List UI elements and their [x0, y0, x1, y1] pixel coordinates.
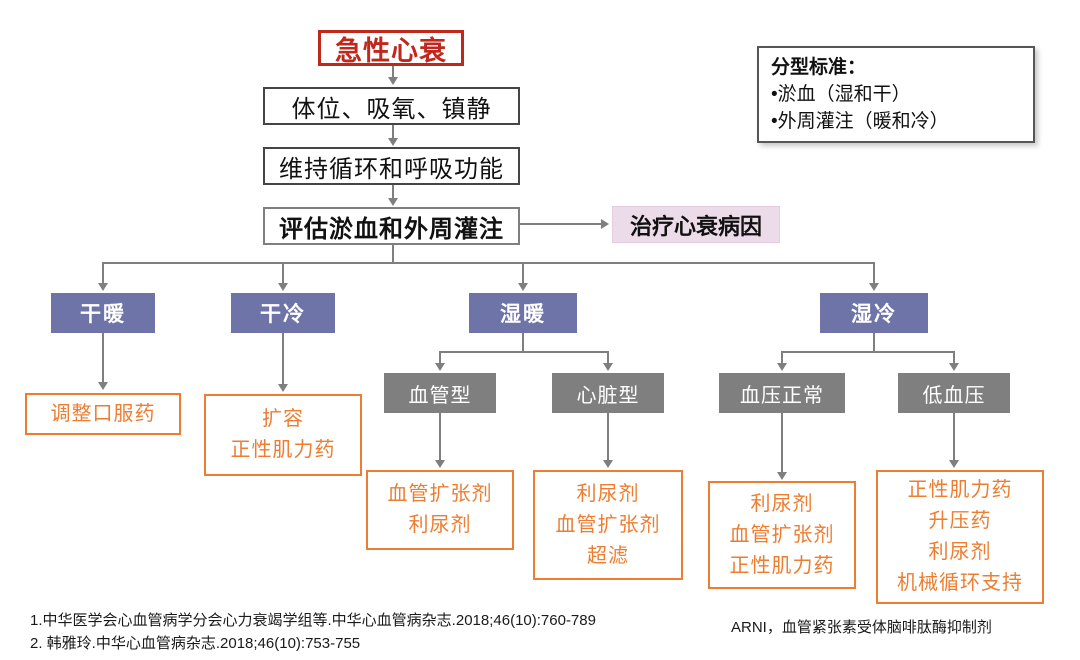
treatment-line: 调整口服药 [50, 402, 156, 425]
treatment-line: 血管扩张剂 [729, 523, 835, 546]
node-treatment-dry-warm: 调整口服药 [25, 393, 181, 435]
treatment-line: 血管扩张剂 [387, 483, 493, 505]
node-treat-hf-cause-label: 治疗心衰病因 [629, 213, 762, 239]
treatment-line: 机械循环支持 [897, 572, 1023, 594]
node-assess-congestion-perfusion: 评估淤血和外周灌注 [263, 207, 520, 245]
connector-to-dry-warm [102, 262, 104, 284]
connector-to-low-bp [953, 351, 955, 364]
arrowhead-down-icon [435, 460, 445, 468]
node-profile-dry-cold: 干冷 [231, 293, 335, 333]
connector-assess-to-cause [520, 223, 601, 225]
subtype-label: 血压正常 [740, 384, 824, 407]
arrowhead-down-icon [98, 382, 108, 390]
arni-abbreviation-note: ARNI，血管紧张素受体脑啡肽酶抑制剂 [731, 619, 992, 636]
arrowhead-down-icon [949, 460, 959, 468]
node-treatment-wet-warm-cardiac: 利尿剂 血管扩张剂 超滤 [533, 470, 683, 580]
node-step-label: 维持循环和呼吸功能 [279, 155, 504, 183]
arrowhead-down-icon [278, 283, 288, 291]
node-step-label: 体位、吸氧、镇静 [291, 95, 492, 123]
connector-to-normal-bp [781, 351, 783, 364]
treatment-line: 升压药 [928, 510, 992, 532]
profile-label: 湿冷 [851, 303, 897, 326]
arrowhead-down-icon [98, 283, 108, 291]
treatment-line: 血管扩张剂 [555, 513, 661, 536]
treatment-line: 正性肌力药 [230, 439, 336, 461]
node-subtype-cardiac: 心脏型 [552, 373, 664, 413]
treatment-line: 利尿剂 [576, 482, 640, 505]
connector-root-to-step1 [392, 66, 394, 78]
connector-to-wet-warm [522, 262, 524, 284]
node-step-label: 评估淤血和外周灌注 [279, 215, 504, 243]
node-treatment-wet-cold-low-bp: 正性肌力药 升压药 利尿剂 机械循环支持 [876, 470, 1044, 604]
treatment-line: 利尿剂 [408, 514, 472, 536]
arrowhead-down-icon [777, 363, 787, 371]
subtype-label: 低血压 [922, 384, 986, 407]
subtype-label: 血管型 [408, 384, 472, 407]
connector-step2-to-assess [392, 185, 394, 199]
connector-to-vascular [439, 351, 441, 364]
treatment-line: 正性肌力药 [729, 554, 835, 577]
arrowhead-down-icon [435, 363, 445, 371]
node-subtype-normal-bp: 血压正常 [719, 373, 845, 413]
criteria-item-congestion: •淤血（湿和干） [771, 83, 911, 105]
treatment-line: 超滤 [587, 544, 629, 567]
profile-label: 湿暖 [500, 303, 546, 326]
connector-branch-bar [102, 262, 875, 264]
node-subtype-vascular: 血管型 [384, 373, 496, 413]
connector-normal-bp-to-treatment [781, 413, 783, 473]
arrowhead-down-icon [777, 472, 787, 480]
connector-wet-cold-down [873, 333, 875, 353]
connector-to-dry-cold [282, 262, 284, 284]
connector-vascular-to-treatment [439, 413, 441, 461]
connector-step1-to-step2 [392, 125, 394, 139]
profile-label: 干暖 [80, 303, 126, 326]
node-treatment-dry-cold: 扩容 正性肌力药 [204, 394, 362, 476]
node-treat-hf-cause: 治疗心衰病因 [612, 206, 780, 243]
treatment-line: 正性肌力药 [907, 479, 1013, 501]
subtype-label: 心脏型 [576, 384, 640, 407]
criteria-item-perfusion: •外周灌注（暖和冷） [771, 110, 949, 132]
treatment-line: 利尿剂 [928, 541, 992, 563]
node-treatment-wet-cold-normal-bp: 利尿剂 血管扩张剂 正性肌力药 [708, 481, 856, 589]
node-position-oxygen-sedation: 体位、吸氧、镇静 [263, 87, 520, 125]
arrowhead-down-icon [869, 283, 879, 291]
arrowhead-down-icon [603, 363, 613, 371]
treatment-line: 扩容 [262, 408, 304, 430]
connector-assess-down [392, 245, 394, 264]
criteria-title: 分型标准： [771, 57, 867, 78]
connector-cardiac-to-treatment [607, 413, 609, 461]
node-profile-wet-warm: 湿暖 [469, 293, 577, 333]
connector-to-wet-cold [873, 262, 875, 284]
node-maintain-circulation-respiration: 维持循环和呼吸功能 [263, 147, 520, 185]
connector-wet-warm-branch-bar [439, 351, 609, 353]
arrowhead-down-icon [949, 363, 959, 371]
node-profile-wet-cold: 湿冷 [820, 293, 928, 333]
arrowhead-down-icon [388, 77, 398, 85]
node-profile-dry-warm: 干暖 [51, 293, 155, 333]
classification-criteria-box: 分型标准： •淤血（湿和干） •外周灌注（暖和冷） [757, 46, 1035, 143]
node-acute-heart-failure-label: 急性心衰 [335, 35, 447, 66]
connector-dry-warm-to-treatment [102, 333, 104, 383]
arrowhead-right-icon [601, 219, 609, 229]
connector-dry-cold-to-treatment [282, 333, 284, 385]
arrowhead-down-icon [278, 384, 288, 392]
connector-wet-warm-down [522, 333, 524, 353]
node-subtype-low-bp: 低血压 [898, 373, 1010, 413]
treatment-line: 利尿剂 [750, 492, 814, 515]
arrowhead-down-icon [388, 138, 398, 146]
arrowhead-down-icon [518, 283, 528, 291]
reference-1: 1.中华医学会心血管病学分会心力衰竭学组等.中华心血管病杂志.2018;46(1… [30, 612, 596, 629]
connector-to-cardiac [607, 351, 609, 364]
connector-wet-cold-branch-bar [781, 351, 955, 353]
node-treatment-wet-warm-vascular: 血管扩张剂 利尿剂 [366, 470, 514, 550]
reference-list: 1.中华医学会心血管病学分会心力衰竭学组等.中华心血管病杂志.2018;46(1… [30, 609, 596, 656]
connector-low-bp-to-treatment [953, 413, 955, 461]
profile-label: 干冷 [260, 303, 306, 326]
arrowhead-down-icon [603, 460, 613, 468]
node-acute-heart-failure: 急性心衰 [318, 30, 464, 66]
arrowhead-down-icon [388, 198, 398, 206]
reference-2: 2. 韩雅玲.中华心血管病杂志.2018;46(10):753-755 [30, 635, 361, 653]
